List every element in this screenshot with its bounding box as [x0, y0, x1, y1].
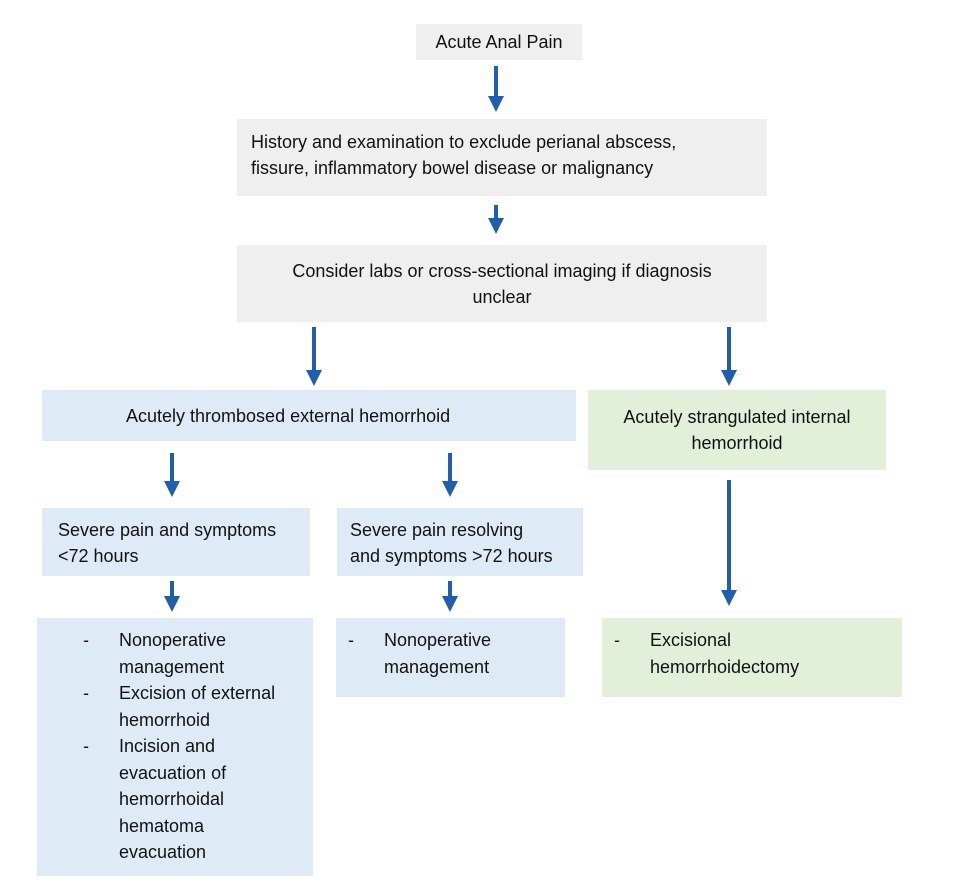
early-treatments-list: Nonoperative management Excision of exte… — [77, 627, 295, 866]
list-item: Nonoperative management — [342, 627, 553, 680]
excisional-list: Excisional hemorrhoidectomy — [608, 627, 890, 680]
list-item: Nonoperative management — [77, 627, 295, 680]
list-item: Excisional hemorrhoidectomy — [608, 627, 890, 680]
excisional-box: Excisional hemorrhoidectomy — [602, 618, 902, 697]
list-item: Excision of external hemorrhoid — [77, 680, 295, 733]
severe-late-box: Severe pain resolving and symptoms >72 h… — [337, 508, 583, 576]
thrombosed-external-box: Acutely thrombosed external hemorrhoid — [42, 390, 576, 441]
severe-early-box: Severe pain and symptoms <72 hours — [42, 508, 310, 576]
history-exam-box: History and examination to exclude peria… — [237, 119, 767, 196]
early-treatments-box: Nonoperative management Excision of exte… — [37, 618, 313, 876]
acute-anal-pain-box: Acute Anal Pain — [416, 24, 582, 60]
late-treatments-box: Nonoperative management — [336, 618, 565, 697]
list-item: Incision and evacuation of hemorrhoidal … — [77, 733, 295, 866]
late-treatments-list: Nonoperative management — [342, 627, 553, 680]
strangulated-internal-box: Acutely strangulated internal hemorrhoid — [588, 390, 886, 470]
labs-imaging-box: Consider labs or cross-sectional imaging… — [237, 245, 767, 322]
